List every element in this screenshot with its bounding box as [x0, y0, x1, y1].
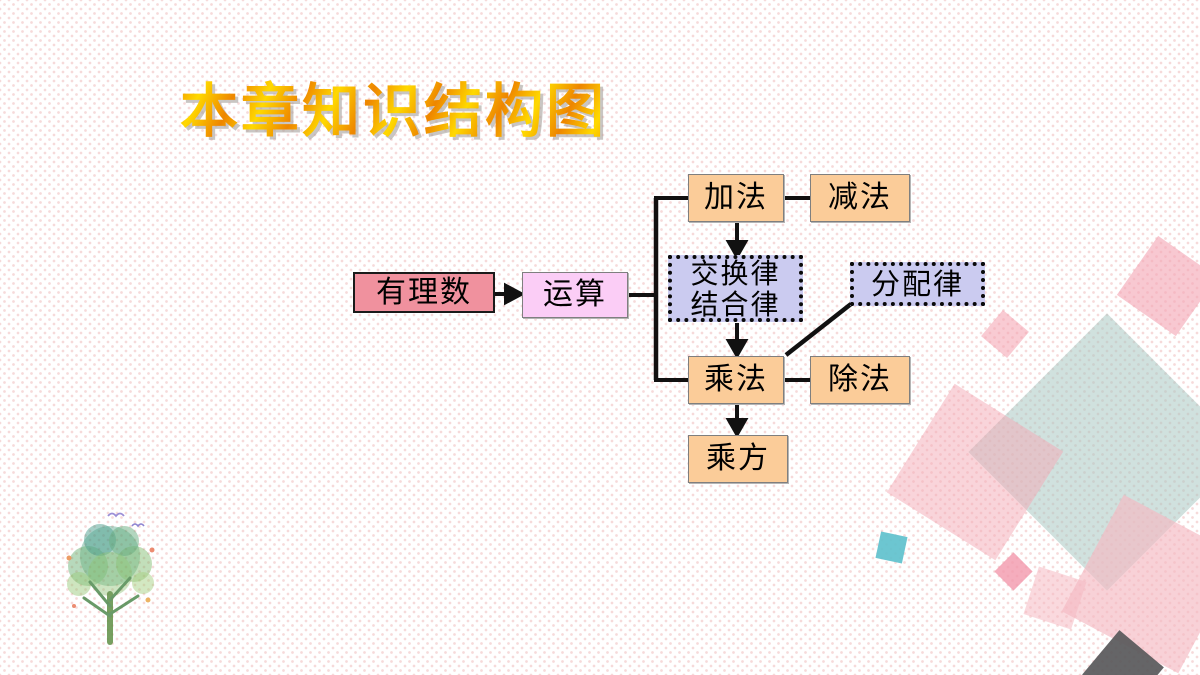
node-rational-label: 有理数: [376, 274, 472, 310]
arrowhead-laws-multiplication: [725, 339, 749, 360]
node-subtraction: 减法: [810, 174, 910, 222]
node-distributive-label: 分配律: [870, 266, 964, 301]
node-subtraction-label: 减法: [828, 180, 892, 215]
node-power: 乘方: [688, 435, 788, 483]
node-addition-label: 加法: [704, 180, 768, 215]
node-division-label: 除法: [828, 362, 892, 397]
node-rational-numbers: 有理数: [353, 272, 495, 313]
node-addition: 加法: [688, 174, 784, 222]
node-distributive-law: 分配律: [850, 262, 985, 306]
connector-distributive-multiplication: [784, 302, 853, 357]
arrowhead-multiplication-power: [725, 418, 749, 439]
arrowhead-addition-laws: [725, 240, 749, 261]
page-title: 本章知识结构图: [180, 64, 607, 148]
node-multiplication-label: 乘法: [704, 362, 768, 397]
arrowhead-rational-operation: [504, 282, 526, 306]
node-multiplication: 乘法: [688, 356, 784, 404]
node-laws-line2: 结合律: [690, 287, 781, 321]
node-commutative-associative-laws: 交换律 结合律: [668, 255, 803, 322]
tree-logo: [66, 512, 155, 645]
node-power-label: 乘方: [706, 441, 770, 476]
node-operation-label: 运算: [543, 277, 607, 312]
node-division: 除法: [810, 356, 910, 404]
node-laws-line1: 交换律: [690, 256, 781, 290]
node-operation: 运算: [522, 272, 628, 318]
